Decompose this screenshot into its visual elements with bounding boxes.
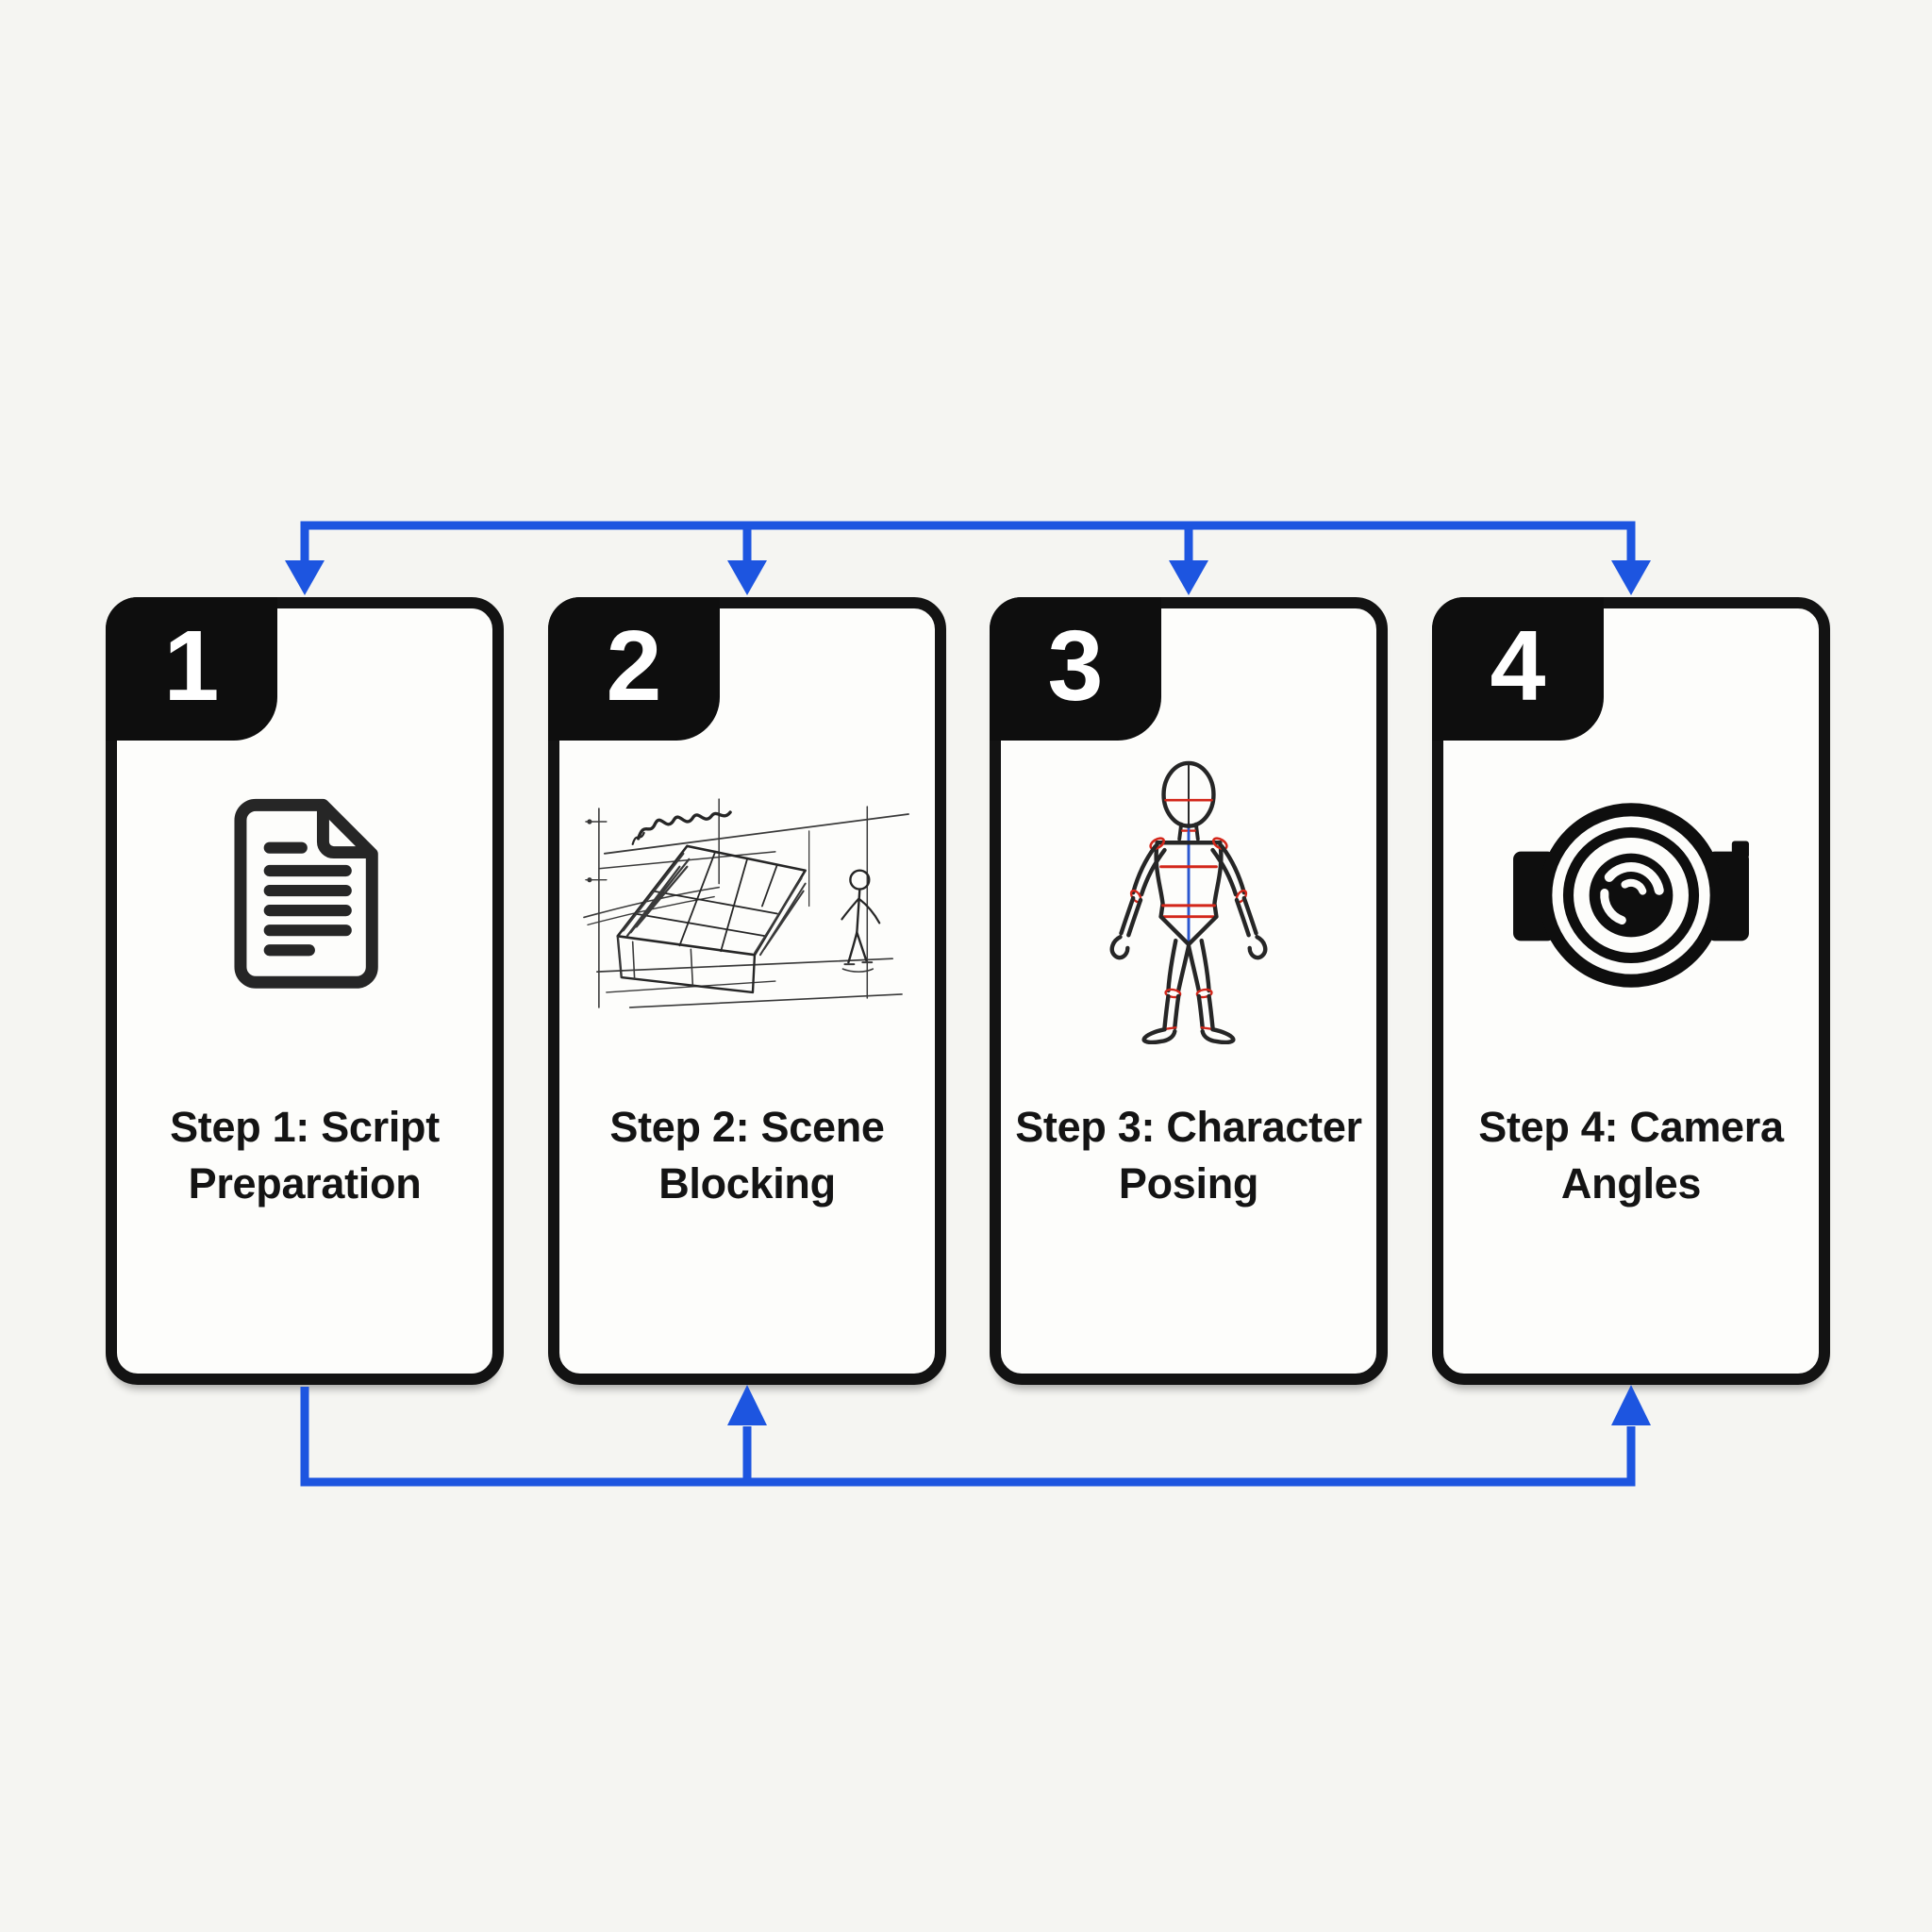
- step-card-1: 1 Step 1: Script Preparation: [106, 597, 504, 1385]
- arrow-down-into-card-3: [1169, 560, 1208, 595]
- pose-mannequin-icon: [1001, 758, 1376, 1044]
- step-number: 1: [163, 610, 220, 722]
- step-title: Step 3: Character Posing: [1015, 1103, 1362, 1208]
- flow-connector-bottom: [300, 1385, 1651, 1487]
- step-number-tab: 1: [106, 597, 277, 741]
- arrow-down-into-card-1: [285, 560, 325, 595]
- document-icon: [117, 797, 492, 989]
- step-title: Step 2: Scene Blocking: [609, 1103, 885, 1208]
- scene-sketch-icon: [559, 793, 935, 1019]
- step-number-tab: 4: [1432, 597, 1604, 741]
- step-number: 4: [1490, 610, 1546, 722]
- arrow-down-into-card-2: [727, 560, 767, 595]
- step-card-4: 4 Step 4: Camera Angles: [1432, 597, 1830, 1385]
- step-card-2: 2: [548, 597, 946, 1385]
- step-title: Step 4: Camera Angles: [1478, 1103, 1784, 1208]
- step-number-tab: 2: [548, 597, 720, 741]
- flow-connector-top: [285, 521, 1651, 595]
- camera-lens-icon: [1443, 797, 1819, 997]
- step-number-tab: 3: [990, 597, 1161, 741]
- step-title: Step 1: Script Preparation: [170, 1103, 440, 1208]
- arrow-down-into-card-4: [1611, 560, 1651, 595]
- step-number: 2: [606, 610, 662, 722]
- arrow-up-into-card-4: [1611, 1385, 1651, 1425]
- arrow-up-into-card-2: [727, 1385, 767, 1425]
- step-card-3: 3: [990, 597, 1388, 1385]
- step-number: 3: [1047, 610, 1104, 722]
